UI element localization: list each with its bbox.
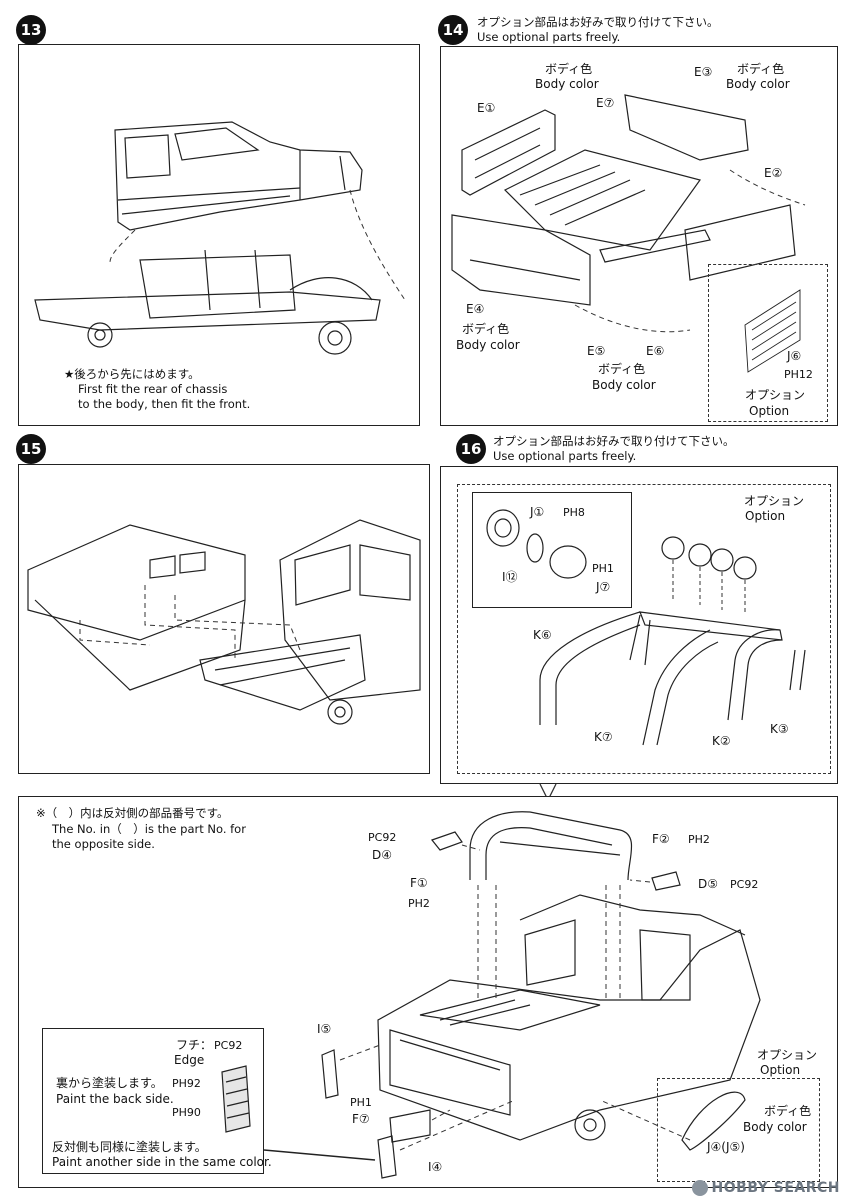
paint-other-jp: 反対側も同様に塗装します。: [52, 1140, 207, 1154]
step14-body-color-en-2: Body color: [726, 77, 790, 91]
lower-body-color-jp: ボディ色: [764, 1104, 812, 1118]
part-e3: E③: [694, 65, 713, 79]
step16-option-en: Option: [745, 509, 786, 523]
part-e6: E⑥: [646, 344, 665, 358]
paint-ph92: PH92: [172, 1077, 201, 1090]
part-ph1-lower: PH1: [350, 1096, 372, 1109]
part-j1: J①: [530, 505, 545, 519]
lower-option-jp: オプション: [757, 1048, 818, 1062]
lower-option-en: Option: [760, 1063, 801, 1077]
step13-note-en-1: First fit the rear of chassis: [78, 382, 228, 396]
step16-option-box: [457, 484, 831, 774]
part-ph12: PH12: [784, 368, 813, 381]
step14-note-jp: オプション部品はお好みで取り付けて下さい。: [477, 15, 719, 29]
step13-note-jp: ★後ろから先にはめます。: [64, 367, 200, 381]
part-e7: E⑦: [596, 96, 615, 110]
paint-back-jp: 裏から塗装します。: [56, 1076, 163, 1090]
watermark: HOBBY SEARCH: [691, 1180, 840, 1196]
step13-badge: 13: [16, 15, 46, 45]
step14-panel: [440, 46, 838, 426]
step14-option-en: Option: [749, 404, 790, 418]
step14-body-color-jp-3: ボディ色: [462, 322, 510, 336]
part-ph2-left: PH2: [408, 897, 430, 910]
paint-ph90: PH90: [172, 1106, 201, 1119]
part-i12: I⑫: [502, 570, 518, 584]
hobby-search-logo-icon: [691, 1180, 708, 1196]
part-e4: E④: [466, 302, 485, 316]
step16-option-jp: オプション: [744, 494, 805, 508]
step14-option-jp: オプション: [745, 388, 806, 402]
step14-body-color-jp-1: ボディ色: [545, 62, 593, 76]
step16-note-jp: オプション部品はお好みで取り付けて下さい。: [493, 434, 735, 448]
part-k6: K⑥: [533, 628, 552, 642]
step14-note-en: Use optional parts freely.: [477, 30, 621, 44]
step14-body-color-jp-4: ボディ色: [598, 362, 646, 376]
lower-body-color-en: Body color: [743, 1120, 807, 1134]
step13-panel: [18, 44, 420, 426]
paint-other-en: Paint another side in the same color.: [52, 1155, 272, 1169]
part-j4: J④(J⑤): [707, 1140, 745, 1154]
step14-body-color-jp-2: ボディ色: [737, 62, 785, 76]
part-f1: F①: [410, 876, 428, 890]
part-ph8: PH8: [563, 506, 585, 519]
part-e5: E⑤: [587, 344, 606, 358]
watermark-text: HOBBY SEARCH: [711, 1180, 840, 1196]
step16-inset-box: [472, 492, 632, 608]
part-k3: K③: [770, 722, 789, 736]
step16-note-en: Use optional parts freely.: [493, 449, 637, 463]
step13-note-en-2: to the body, then fit the front.: [78, 397, 251, 411]
step15-badge: 15: [16, 434, 46, 464]
lower-option-box: [657, 1078, 820, 1182]
part-f7: F⑦: [352, 1112, 370, 1126]
part-d4: D④: [372, 848, 392, 862]
part-pc92-right: PC92: [730, 878, 759, 891]
part-ph1: PH1: [592, 562, 614, 575]
step14-badge: 14: [438, 15, 468, 45]
part-ph2-top: PH2: [688, 833, 710, 846]
opposite-note-en-2: the opposite side.: [52, 837, 155, 851]
step14-body-color-en-4: Body color: [592, 378, 656, 392]
opposite-note-jp: ※（ ）内は反対側の部品番号です。: [36, 806, 229, 820]
part-j7: J⑦: [596, 580, 611, 594]
paint-edge-en: Edge: [174, 1053, 205, 1067]
opposite-note-en-1: The No. in（ ）is the part No. for: [52, 822, 246, 836]
part-f2: F②: [652, 832, 670, 846]
paint-back-en: Paint the back side.: [56, 1092, 174, 1106]
part-d5: D⑤: [698, 877, 718, 891]
step15-panel: [18, 464, 430, 774]
part-i4: I④: [428, 1160, 443, 1174]
part-pc92-top: PC92: [368, 831, 397, 844]
step14-body-color-en-3: Body color: [456, 338, 520, 352]
part-i5: I⑤: [317, 1022, 332, 1036]
step14-option-box: [708, 264, 828, 422]
part-k2: K②: [712, 734, 731, 748]
part-j6: J⑥: [787, 349, 802, 363]
paint-edge-code: PC92: [214, 1039, 243, 1052]
step16-badge: 16: [456, 434, 486, 464]
part-e1: E①: [477, 101, 496, 115]
part-k7: K⑦: [594, 730, 613, 744]
step14-body-color-en-1: Body color: [535, 77, 599, 91]
paint-edge-jp: フチ：: [176, 1038, 213, 1052]
part-e2: E②: [764, 166, 783, 180]
